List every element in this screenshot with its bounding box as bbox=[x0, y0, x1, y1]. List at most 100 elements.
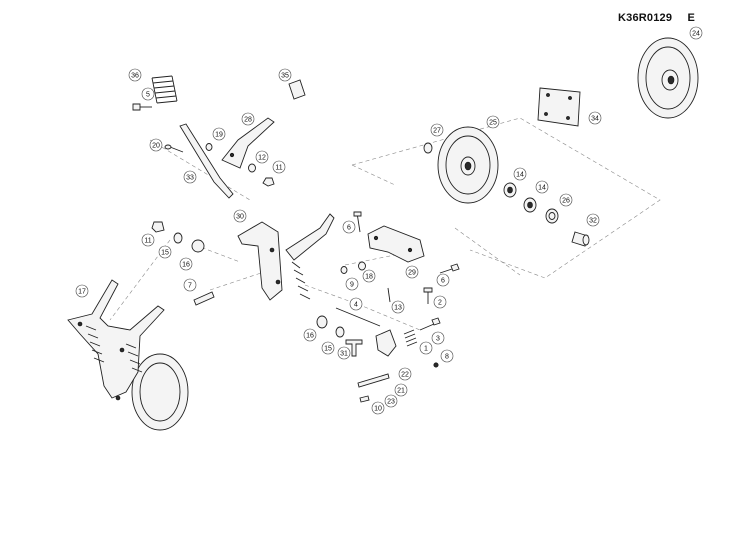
svg-text:3: 3 bbox=[436, 336, 440, 343]
callout-32: 32 bbox=[586, 213, 600, 227]
callout-4: 4 bbox=[349, 297, 363, 311]
callout-1: 1 bbox=[419, 341, 433, 355]
bolt-6-top bbox=[353, 211, 362, 233]
svg-text:27: 27 bbox=[433, 128, 441, 135]
svg-text:11: 11 bbox=[144, 238, 151, 245]
svg-text:2: 2 bbox=[438, 300, 442, 307]
svg-text:18: 18 bbox=[365, 274, 373, 281]
pin-21-23 bbox=[357, 373, 390, 403]
svg-text:21: 21 bbox=[397, 388, 405, 395]
callout-16-right: 16 bbox=[303, 328, 317, 342]
callout-5: 5 bbox=[141, 87, 155, 101]
callout-30: 30 bbox=[233, 209, 247, 223]
callout-11-left: 11 bbox=[141, 233, 155, 247]
svg-text:15: 15 bbox=[161, 250, 169, 257]
pin-4 bbox=[335, 307, 381, 327]
callout-10: 10 bbox=[371, 401, 385, 415]
svg-text:22: 22 bbox=[401, 372, 409, 379]
assembly-17 bbox=[67, 279, 189, 431]
callout-24: 24 bbox=[689, 26, 703, 40]
callout-6-right: 6 bbox=[436, 273, 450, 287]
drawing-header: K36R0129 E bbox=[618, 12, 695, 24]
callout-2: 2 bbox=[433, 295, 447, 309]
bolt-7 bbox=[193, 291, 215, 306]
callout-11-top: 11 bbox=[272, 160, 286, 174]
svg-text:32: 32 bbox=[589, 218, 597, 225]
assembly-guide-lines bbox=[109, 117, 661, 331]
callout-33: 33 bbox=[183, 170, 197, 184]
wheel-25 bbox=[437, 126, 499, 204]
callout-25: 25 bbox=[486, 115, 500, 129]
svg-text:33: 33 bbox=[186, 175, 194, 182]
svg-text:10: 10 bbox=[374, 406, 382, 413]
svg-text:9: 9 bbox=[350, 282, 354, 289]
svg-text:14: 14 bbox=[516, 172, 524, 179]
callout-27: 27 bbox=[430, 123, 444, 137]
rod-33 bbox=[179, 123, 234, 199]
svg-text:7: 7 bbox=[188, 283, 192, 290]
hardware-top bbox=[164, 143, 275, 187]
bracket-29 bbox=[367, 225, 425, 263]
callout-7: 7 bbox=[183, 278, 197, 292]
bolt-6-right bbox=[439, 263, 460, 274]
svg-text:29: 29 bbox=[408, 270, 416, 277]
svg-text:23: 23 bbox=[387, 399, 395, 406]
svg-text:14: 14 bbox=[538, 185, 546, 192]
callout-12: 12 bbox=[255, 150, 269, 164]
svg-text:25: 25 bbox=[489, 120, 497, 127]
svg-text:6: 6 bbox=[441, 278, 445, 285]
callout-28: 28 bbox=[241, 112, 255, 126]
hardware-right bbox=[419, 287, 441, 368]
svg-text:34: 34 bbox=[591, 116, 599, 123]
wheel-hardware bbox=[423, 142, 590, 247]
callout-14a: 14 bbox=[513, 167, 527, 181]
bolt-5 bbox=[132, 103, 152, 111]
spring-1 bbox=[403, 329, 418, 347]
callout-36: 36 bbox=[128, 68, 142, 82]
svg-text:4: 4 bbox=[354, 302, 358, 309]
svg-text:31: 31 bbox=[340, 351, 348, 358]
bracket-30 bbox=[237, 213, 335, 301]
callout-29: 29 bbox=[405, 265, 419, 279]
callout-3: 3 bbox=[431, 331, 445, 345]
plug-35 bbox=[288, 79, 306, 100]
callout-15-left: 15 bbox=[158, 245, 172, 259]
callout-31: 31 bbox=[337, 346, 351, 360]
callout-26: 26 bbox=[559, 193, 573, 207]
svg-text:1: 1 bbox=[424, 346, 428, 353]
bushing-set bbox=[316, 315, 363, 357]
svg-text:11: 11 bbox=[275, 165, 282, 172]
callout-9: 9 bbox=[345, 277, 359, 291]
svg-text:13: 13 bbox=[394, 305, 402, 312]
drawing-revision: E bbox=[687, 12, 696, 24]
svg-text:35: 35 bbox=[281, 73, 289, 80]
svg-text:16: 16 bbox=[182, 262, 190, 269]
wheel-24 bbox=[637, 37, 699, 119]
svg-text:15: 15 bbox=[324, 346, 332, 353]
hardware-middle bbox=[340, 261, 391, 303]
callout-34: 34 bbox=[588, 111, 602, 125]
hardware-left bbox=[151, 221, 205, 253]
callout-23: 23 bbox=[384, 394, 398, 408]
callout-19: 19 bbox=[212, 127, 226, 141]
lever-22 bbox=[375, 329, 397, 357]
callout-13: 13 bbox=[391, 300, 405, 314]
callout-18: 18 bbox=[362, 269, 376, 283]
callout-22: 22 bbox=[398, 367, 412, 381]
drawing-code: K36R0129 bbox=[618, 12, 673, 24]
callout-14b: 14 bbox=[535, 180, 549, 194]
callout-20: 20 bbox=[149, 138, 163, 152]
svg-text:17: 17 bbox=[78, 289, 86, 296]
svg-text:28: 28 bbox=[244, 117, 252, 124]
callout-17: 17 bbox=[75, 284, 89, 298]
svg-text:16: 16 bbox=[306, 333, 314, 340]
svg-text:6: 6 bbox=[347, 225, 351, 232]
svg-text:26: 26 bbox=[562, 198, 570, 205]
svg-text:30: 30 bbox=[236, 214, 244, 221]
svg-text:20: 20 bbox=[152, 143, 160, 150]
svg-text:36: 36 bbox=[131, 73, 139, 80]
svg-text:8: 8 bbox=[445, 354, 449, 361]
svg-text:24: 24 bbox=[692, 31, 700, 38]
